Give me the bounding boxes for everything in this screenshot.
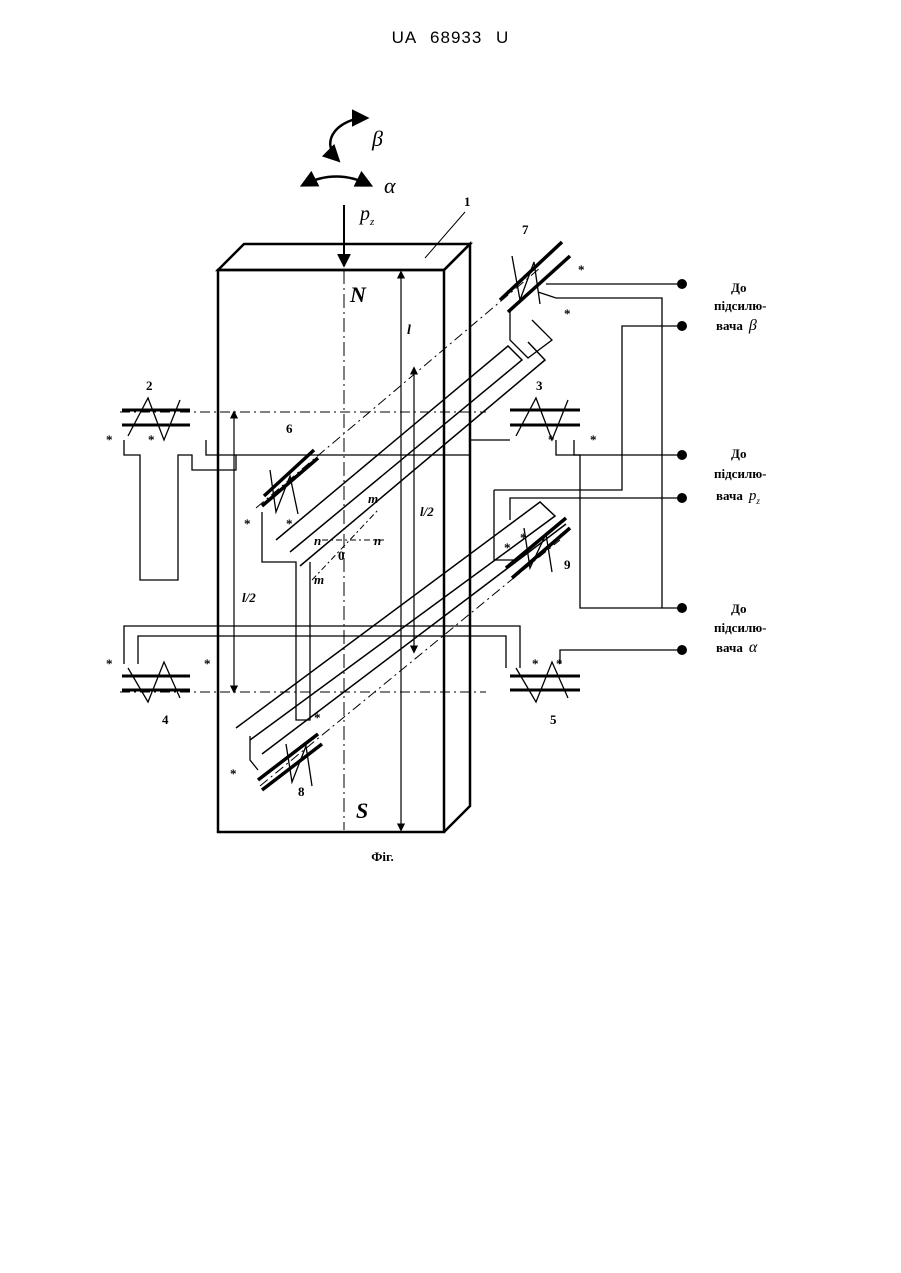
- rotation-beta-arrow: [330, 118, 366, 160]
- star-3a: *: [548, 432, 555, 447]
- axis-m-bottom: m: [314, 572, 324, 587]
- part-number-6: 6: [286, 421, 293, 436]
- part-number-9: 9: [564, 557, 571, 572]
- star-6a: *: [244, 516, 251, 531]
- beta-symbol: β: [371, 126, 383, 151]
- output-terminals: [677, 279, 687, 655]
- star-5b: *: [556, 656, 563, 671]
- output-beta-label: До підсилю- вачаβ: [714, 280, 767, 334]
- part-number-7: 7: [522, 222, 529, 237]
- sensor-6-coil: [262, 450, 318, 720]
- part-number-8: 8: [298, 784, 305, 799]
- dimension-half-right-label: l/2: [420, 504, 434, 519]
- svg-text:вачаpz: вачаpz: [716, 488, 760, 506]
- star-4a: *: [106, 656, 113, 671]
- svg-text:До: До: [731, 280, 746, 295]
- part-number-2: 2: [146, 378, 153, 393]
- part-number-5: 5: [550, 712, 557, 727]
- origin-label: 0: [338, 548, 345, 563]
- part-number-1: 1: [464, 194, 471, 209]
- part-number-4: 4: [162, 712, 169, 727]
- star-7a: *: [578, 262, 585, 277]
- rotation-alpha-arrow: [303, 177, 370, 186]
- svg-text:До: До: [731, 601, 746, 616]
- star-8a: *: [230, 766, 237, 781]
- dimension-l-label: l: [407, 323, 411, 338]
- svg-text:вачаβ: вачаβ: [716, 317, 757, 334]
- star-8b: *: [314, 710, 321, 725]
- figure-caption: Фіг.: [0, 849, 765, 865]
- dimension-half-left-label: l/2: [242, 590, 256, 605]
- alpha-symbol: α: [384, 173, 396, 198]
- svg-text:підсилю-: підсилю-: [714, 466, 767, 481]
- output-pz-label: До підсилю- вачаpz: [714, 446, 767, 506]
- star-6b: *: [286, 516, 293, 531]
- svg-text:До: До: [731, 446, 746, 461]
- star-9a: *: [520, 530, 527, 545]
- output-alpha-label: До підсилю- вачаα: [714, 601, 767, 656]
- force-symbol: pz: [358, 203, 375, 228]
- sensor-3: [510, 398, 682, 608]
- star-3b: *: [590, 432, 597, 447]
- axis-n-right: n: [374, 533, 381, 548]
- star-2b: *: [148, 432, 155, 447]
- sensor-8: [250, 734, 322, 790]
- leader-1: [425, 212, 465, 258]
- star-5a: *: [532, 656, 539, 671]
- svg-text:підсилю-: підсилю-: [714, 620, 767, 635]
- axis-n-left: n: [314, 533, 321, 548]
- svg-text:вачаα: вачаα: [716, 639, 758, 656]
- svg-text:підсилю-: підсилю-: [714, 298, 767, 313]
- star-7b: *: [564, 306, 571, 321]
- star-9b: *: [504, 540, 511, 555]
- star-2a: *: [106, 432, 113, 447]
- north-pole-label: N: [349, 282, 367, 307]
- star-4b: *: [204, 656, 211, 671]
- south-pole-label: S: [356, 798, 368, 823]
- part-number-3: 3: [536, 378, 543, 393]
